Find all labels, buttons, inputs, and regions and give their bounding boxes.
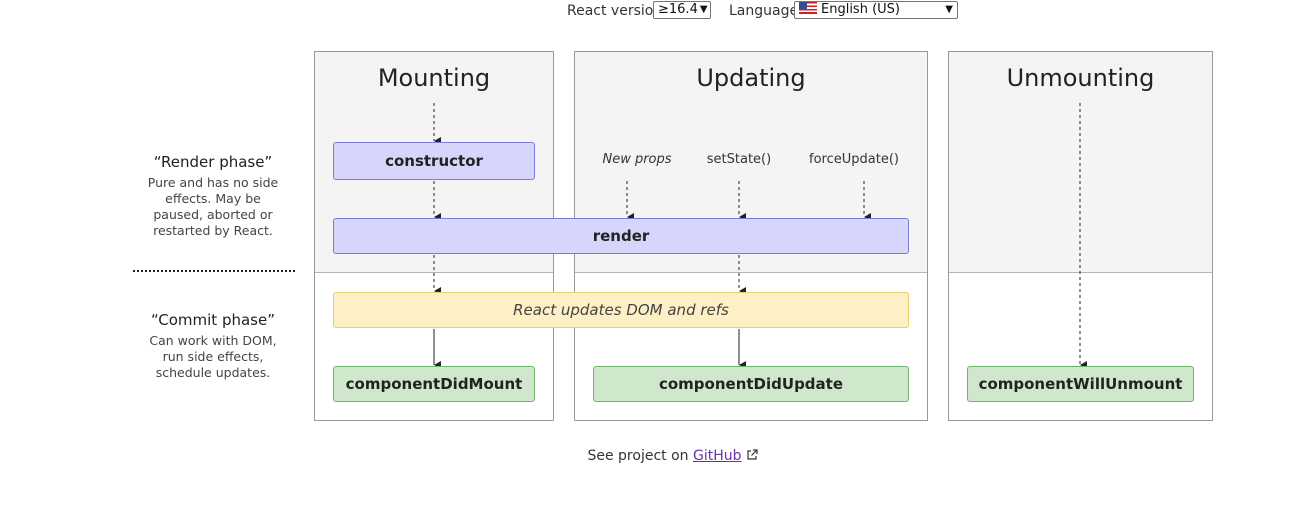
- react-version-value: ≥16.4: [658, 2, 698, 17]
- unmounting-title: Unmounting: [1006, 64, 1155, 92]
- language-value: English (US): [821, 2, 900, 17]
- render-phase-note: “Render phase” Pure and has no side effe…: [133, 153, 293, 239]
- new-props-trigger: New props: [602, 152, 672, 167]
- external-link-icon: [746, 449, 758, 465]
- commit-phase-note: “Commit phase” Can work with DOM, run si…: [133, 311, 293, 381]
- react-version-select[interactable]: ≥16.4 ▼: [653, 1, 711, 19]
- chevron-down-icon: ▼: [699, 4, 708, 15]
- mounting-title: Mounting: [377, 64, 491, 92]
- set-state-trigger: setState(): [706, 152, 772, 167]
- component-did-mount-node: componentDidMount: [333, 366, 535, 402]
- dom-update-node: React updates DOM and refs: [333, 292, 909, 328]
- render-node: render: [333, 218, 909, 254]
- render-phase-description: Pure and has no side effects. May be pau…: [147, 175, 279, 238]
- phase-divider: [133, 270, 295, 272]
- force-update-trigger: forceUpdate(): [809, 152, 899, 167]
- constructor-node: constructor: [333, 142, 535, 180]
- commit-phase-title: “Commit phase”: [151, 311, 275, 329]
- footer: See project on GitHub: [0, 448, 1305, 465]
- language-select[interactable]: English (US) ▼: [794, 1, 958, 19]
- footer-prefix: See project on: [587, 448, 689, 464]
- commit-phase-description: Can work with DOM, run side effects, sch…: [149, 333, 277, 380]
- updating-title: Updating: [696, 64, 806, 92]
- language-label: Language: [729, 3, 799, 19]
- github-link[interactable]: GitHub: [692, 448, 742, 464]
- us-flag-icon: [799, 2, 817, 14]
- component-will-unmount-node: componentWillUnmount: [967, 366, 1194, 402]
- render-phase-title: “Render phase”: [153, 153, 273, 171]
- component-did-update-node: componentDidUpdate: [593, 366, 909, 402]
- react-version-label: React version: [567, 3, 663, 19]
- chevron-down-icon: ▼: [945, 4, 953, 15]
